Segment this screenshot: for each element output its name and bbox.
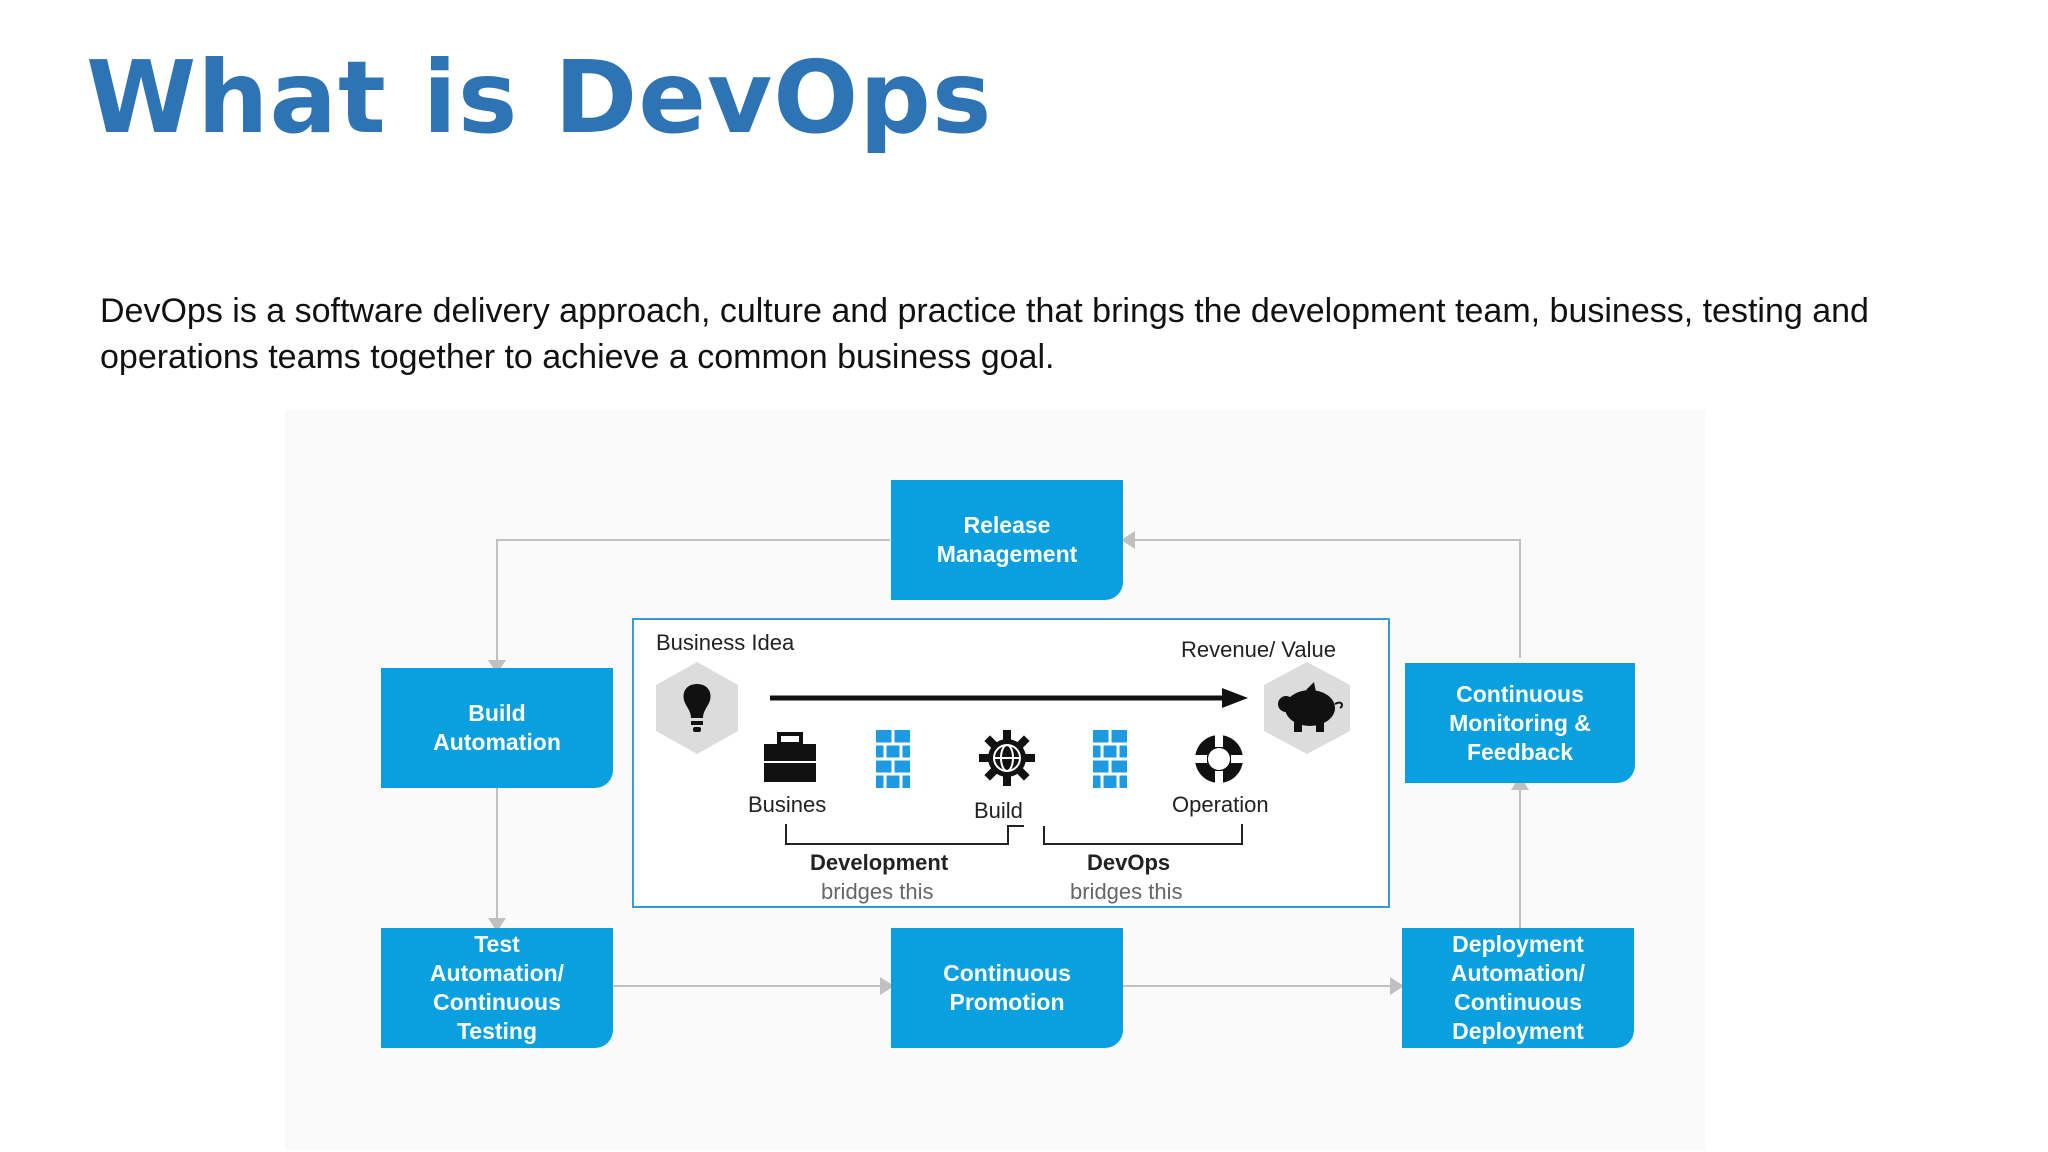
connector-monitoring-to-release [1135, 539, 1521, 658]
briefcase-icon [764, 732, 816, 782]
arrowhead-monitoring [1511, 776, 1529, 790]
globe-gear-icon [979, 730, 1035, 786]
node-test-automation: Test Automation/ Continuous Testing [381, 928, 613, 1048]
connector-lines [488, 531, 1529, 995]
devops-label: DevOps [1087, 850, 1171, 875]
development-sub-label: bridges this [821, 879, 934, 904]
lifebuoy-icon [1195, 735, 1243, 783]
node-build-automation: Build Automation [381, 668, 613, 788]
node-release-management: Release Management [891, 480, 1123, 600]
arrowhead-promotion [880, 977, 894, 995]
revenue-value-label: Revenue/ Value [1181, 637, 1336, 662]
node-continuous-monitoring: Continuous Monitoring & Feedback [1405, 663, 1635, 783]
build-label: Build [974, 798, 1023, 823]
connector-release-to-build [496, 539, 890, 660]
devops-sub-label: bridges this [1070, 879, 1183, 904]
lightbulb-icon [656, 662, 738, 754]
operation-label: Operation [1172, 792, 1269, 817]
business-idea-label: Business Idea [656, 630, 795, 655]
brick-wall-icon [1093, 730, 1127, 788]
development-label: Development [810, 850, 949, 875]
brick-wall-icon [876, 730, 910, 788]
devops-bridge-panel: Business Idea Revenue/ Value [632, 618, 1390, 908]
arrowhead-build [488, 660, 506, 674]
node-continuous-promotion: Continuous Promotion [891, 928, 1123, 1048]
devops-cycle-diagram: Release Management Build Automation Test… [285, 410, 1705, 1150]
slide-title: What is DevOps [86, 39, 993, 156]
business-label: Busines [748, 792, 827, 817]
piggy-bank-icon [1264, 662, 1350, 754]
value-flow-arrow [770, 688, 1248, 708]
slide-description: DevOps is a software delivery approach, … [100, 292, 1869, 376]
node-deployment-automation: Deployment Automation/ Continuous Deploy… [1402, 928, 1634, 1048]
arrowhead-release [1121, 531, 1135, 549]
arrowhead-test [488, 918, 506, 932]
bridge-brackets [785, 824, 1243, 845]
arrowhead-deployment [1390, 977, 1404, 995]
